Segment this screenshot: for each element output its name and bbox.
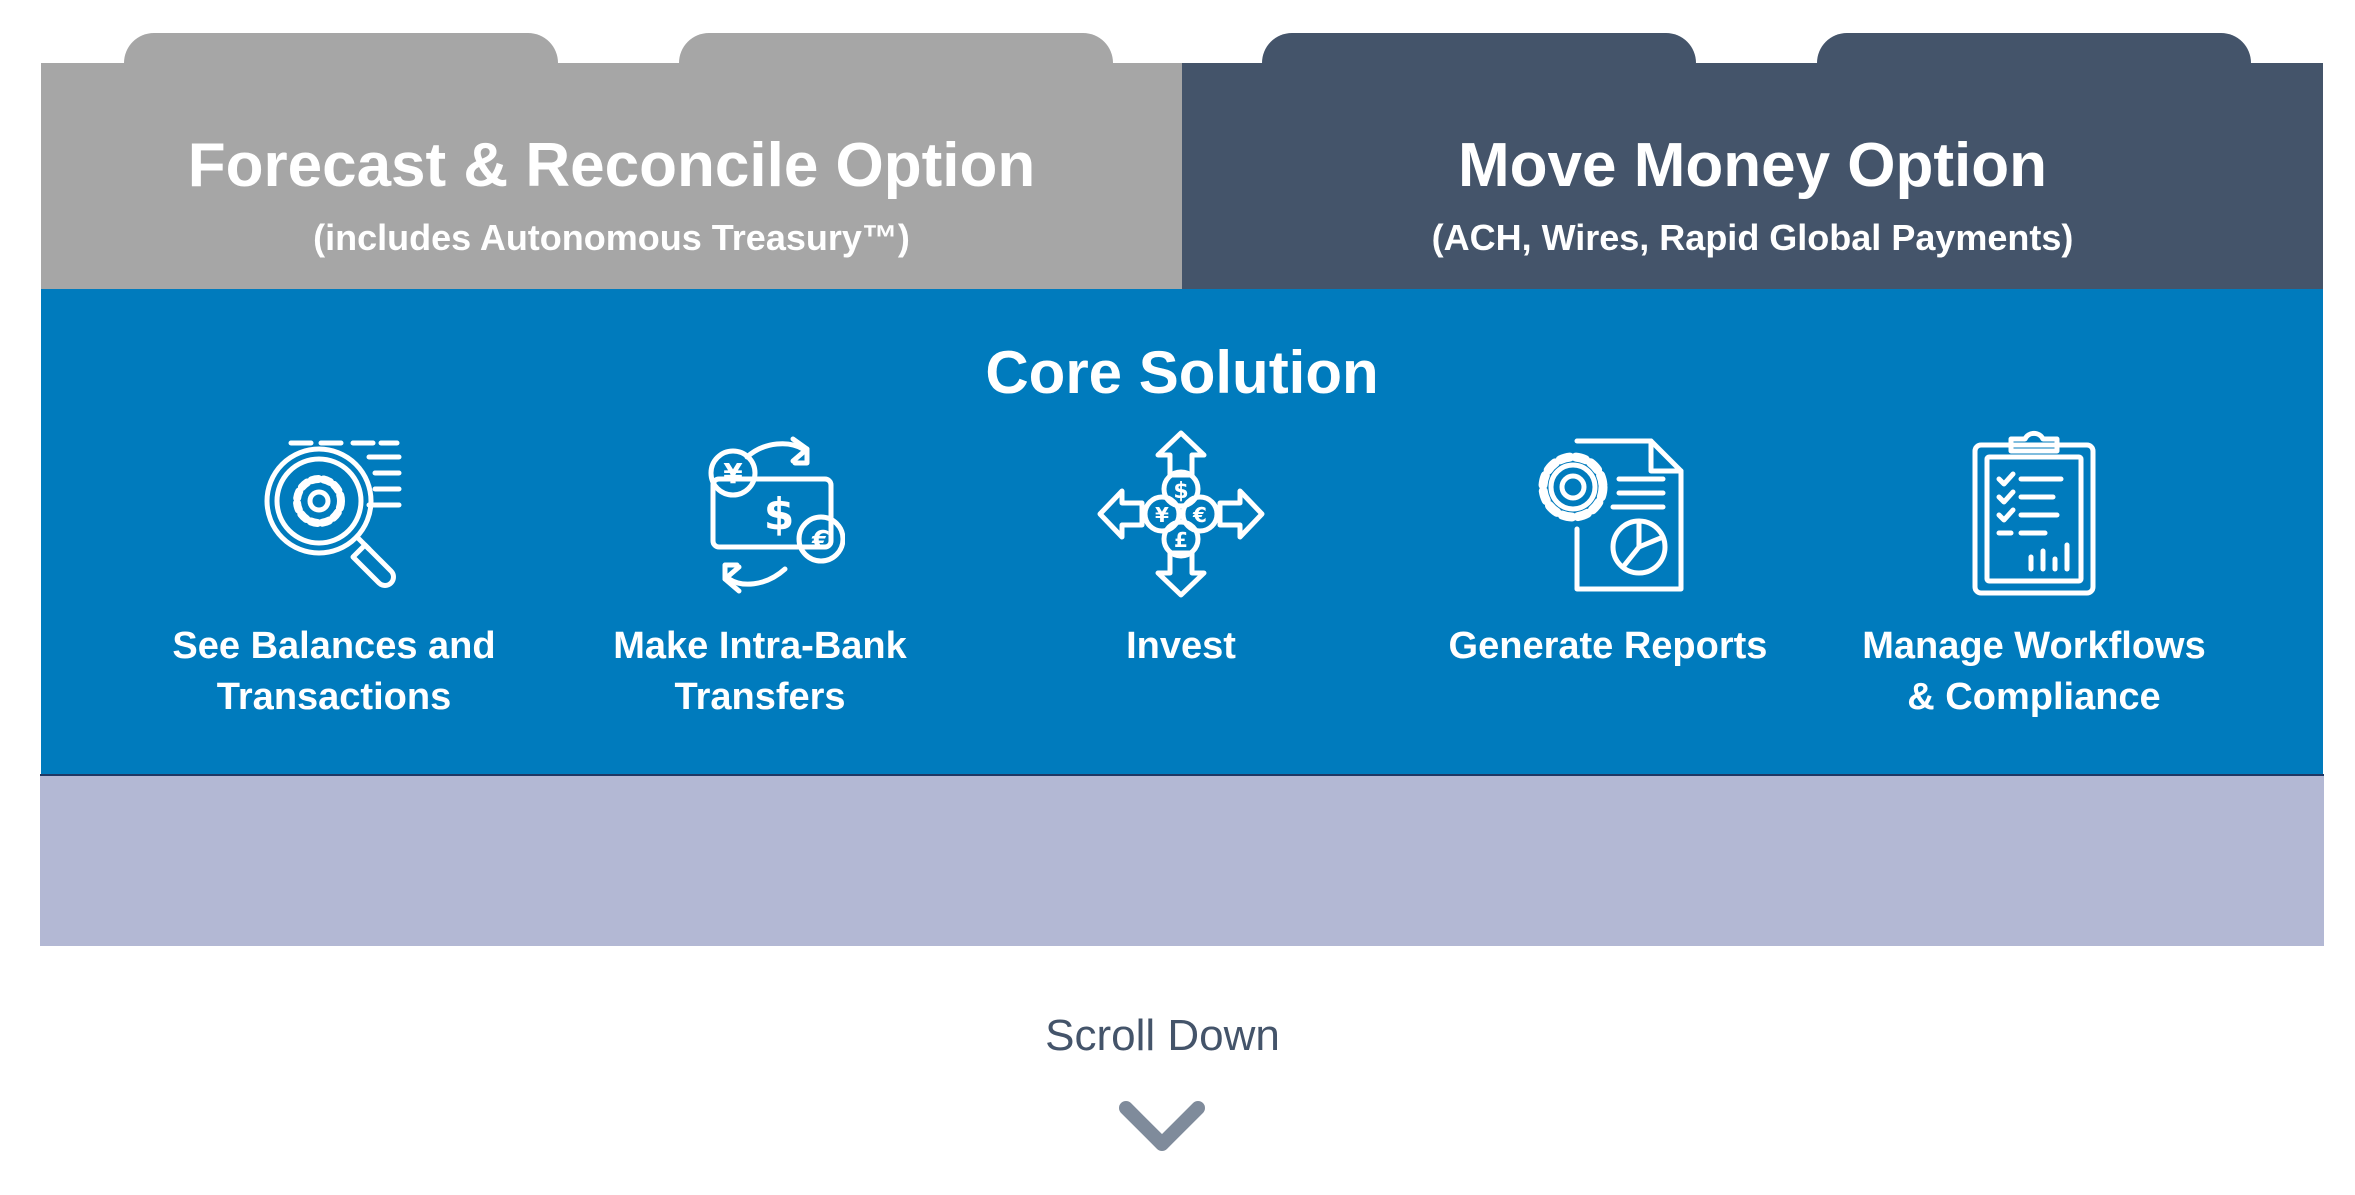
- currency-arrows-icon: $ ¥ € £: [1097, 430, 1265, 598]
- magnifier-gear-icon: [264, 440, 402, 588]
- feature-invest-label: Invest: [1126, 625, 1236, 667]
- forecast-reconcile-panel[interactable]: Forecast & Reconcile Option (includes Au…: [41, 63, 1182, 289]
- feature-see-balances-label: See Balances and Transactions: [172, 625, 496, 718]
- core-solution-title: Core Solution: [985, 339, 1379, 406]
- svg-text:€: €: [811, 526, 830, 556]
- forecast-subtitle: (includes Autonomous Treasury™): [313, 217, 910, 258]
- feature-manage-workflows[interactable]: Manage Workflows & Compliance: [1844, 429, 2224, 723]
- feature-see-balances[interactable]: See Balances and Transactions: [144, 429, 524, 723]
- clipboard-checklist-icon: [1972, 430, 2096, 596]
- currency-exchange-icon: ¥ $ €: [708, 436, 845, 594]
- move-money-title: Move Money Option: [1458, 131, 2047, 200]
- move-money-subtitle: (ACH, Wires, Rapid Global Payments): [1431, 217, 2074, 258]
- feature-manage-workflows-label: Manage Workflows & Compliance: [1862, 625, 2206, 718]
- move-money-panel[interactable]: Move Money Option (ACH, Wires, Rapid Glo…: [1182, 63, 2323, 289]
- footer-band: [40, 774, 2324, 946]
- svg-text:$: $: [764, 489, 795, 540]
- svg-text:¥: ¥: [1155, 503, 1169, 527]
- feature-generate-reports[interactable]: Generate Reports: [1418, 429, 1798, 672]
- feature-intra-bank-transfers[interactable]: ¥ $ € Make Intra-Bank Transfers: [570, 429, 950, 723]
- report-gear-icon: [1538, 438, 1684, 592]
- feature-generate-reports-label: Generate Reports: [1448, 625, 1768, 667]
- scroll-down-label[interactable]: Scroll Down: [1045, 1011, 1280, 1060]
- svg-text:¥: ¥: [723, 457, 743, 490]
- chevron-down-icon[interactable]: [1118, 1098, 1206, 1156]
- svg-text:€: €: [1192, 503, 1207, 527]
- feature-intra-bank-transfers-label: Make Intra-Bank Transfers: [613, 625, 907, 718]
- svg-text:£: £: [1174, 528, 1188, 552]
- feature-invest[interactable]: $ ¥ € £ Invest: [991, 429, 1371, 672]
- svg-text:$: $: [1173, 479, 1188, 504]
- core-solution-panel: Core Solution See Balances and Transacti…: [41, 289, 2323, 774]
- forecast-title: Forecast & Reconcile Option: [187, 131, 1036, 200]
